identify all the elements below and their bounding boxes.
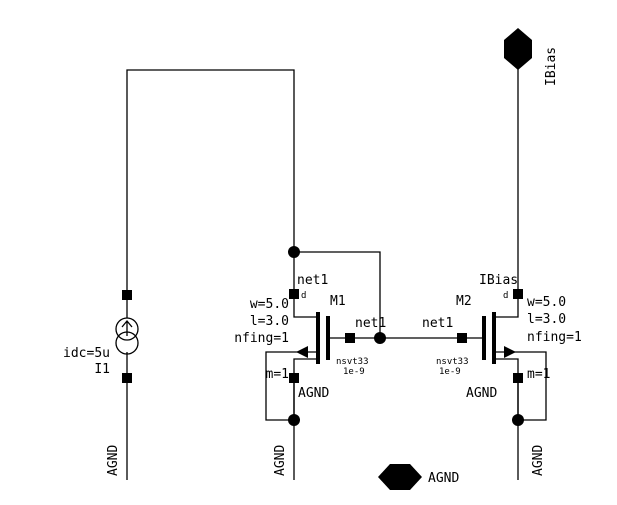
junction-net1-top (288, 246, 300, 258)
m2-drain-lead (494, 299, 519, 318)
current-source-i1[interactable]: idc=5u I1 (63, 290, 139, 383)
m2-drain-mark: d (503, 291, 508, 301)
m2-drain-pin (513, 289, 523, 299)
ibias-pin-label: IBias (544, 47, 559, 86)
m1-source-lead (293, 358, 318, 373)
m2-w-label: w=5.0 (527, 295, 566, 310)
supply-label-m1-agnd: AGND (273, 445, 288, 476)
m1-extra-label: 1e-9 (343, 367, 365, 377)
supply-label-m2-agnd: AGND (531, 445, 546, 476)
agnd-pin-label: AGND (428, 471, 459, 486)
m1-drain-lead (293, 299, 318, 318)
junction-m2-source (512, 414, 524, 426)
junction-m1-source (288, 414, 300, 426)
m1-nfing-label: nfing=1 (234, 331, 289, 346)
m1-drain-pin (289, 289, 299, 299)
pin-ibias[interactable]: IBias (504, 28, 559, 86)
m1-gate-pin (345, 333, 355, 343)
m2-name-label: M2 (456, 294, 472, 309)
agnd-pin-icon (378, 464, 422, 490)
m1-model-label: nsvt33 (336, 357, 369, 367)
transistor-m2[interactable]: M2 w=5.0 l=3.0 nfing=1 m=1 nsvt33 1e-9 d (436, 289, 582, 383)
m2-nfing-label: nfing=1 (527, 330, 582, 345)
junction-net1-gate (374, 332, 386, 344)
m1-w-label: w=5.0 (250, 297, 289, 312)
wire-m1-diode-connect (294, 251, 381, 338)
i1-bottom-pin (122, 373, 132, 383)
net-label-ibias-drain: IBias (479, 273, 518, 288)
supply-labels: AGND AGND AGND (106, 445, 546, 476)
junctions (288, 246, 524, 426)
m2-gate-pin (457, 333, 467, 343)
wire-m1-bulk-loop (265, 351, 300, 421)
net-label-agnd-m1: AGND (298, 386, 329, 401)
i1-circle-upper (115, 317, 139, 341)
m2-model-label: nsvt33 (436, 357, 469, 367)
transistor-m1[interactable]: M1 w=5.0 l=3.0 nfing=1 m=1 nsvt33 1e-9 d (234, 289, 369, 383)
net-label-net1-m1-gate: net1 (355, 316, 386, 331)
m2-extra-label: 1e-9 (439, 367, 461, 377)
ibias-pin-icon (504, 28, 532, 70)
m2-source-lead (494, 358, 519, 373)
supply-label-i1-agnd: AGND (106, 445, 121, 476)
m1-bulk-arrow-icon (296, 346, 308, 358)
m1-m-label: m=1 (266, 367, 289, 382)
wires (126, 62, 547, 480)
net-label-net1-top: net1 (297, 273, 328, 288)
m1-source-pin (289, 373, 299, 383)
m1-l-label: l=3.0 (250, 314, 289, 329)
m1-name-label: M1 (330, 294, 346, 309)
pin-agnd[interactable]: AGND (378, 464, 459, 490)
m2-l-label: l=3.0 (527, 312, 566, 327)
i1-top-pin (122, 290, 132, 300)
net-label-net1-m2-gate: net1 (422, 316, 453, 331)
m2-m-label: m=1 (527, 367, 550, 382)
m1-drain-mark: d (301, 291, 306, 301)
i1-value-label: idc=5u (63, 346, 110, 361)
net-label-agnd-m2: AGND (466, 386, 497, 401)
i1-name-label: I1 (94, 362, 110, 377)
m2-bulk-arrow-icon (504, 346, 516, 358)
wire-top-loop (126, 69, 295, 295)
net-labels: net1 net1 net1 IBias AGND AGND (297, 273, 518, 401)
wire-m2-bulk-loop (514, 351, 547, 421)
m2-source-pin (513, 373, 523, 383)
i1-arrow-icon (121, 319, 133, 336)
